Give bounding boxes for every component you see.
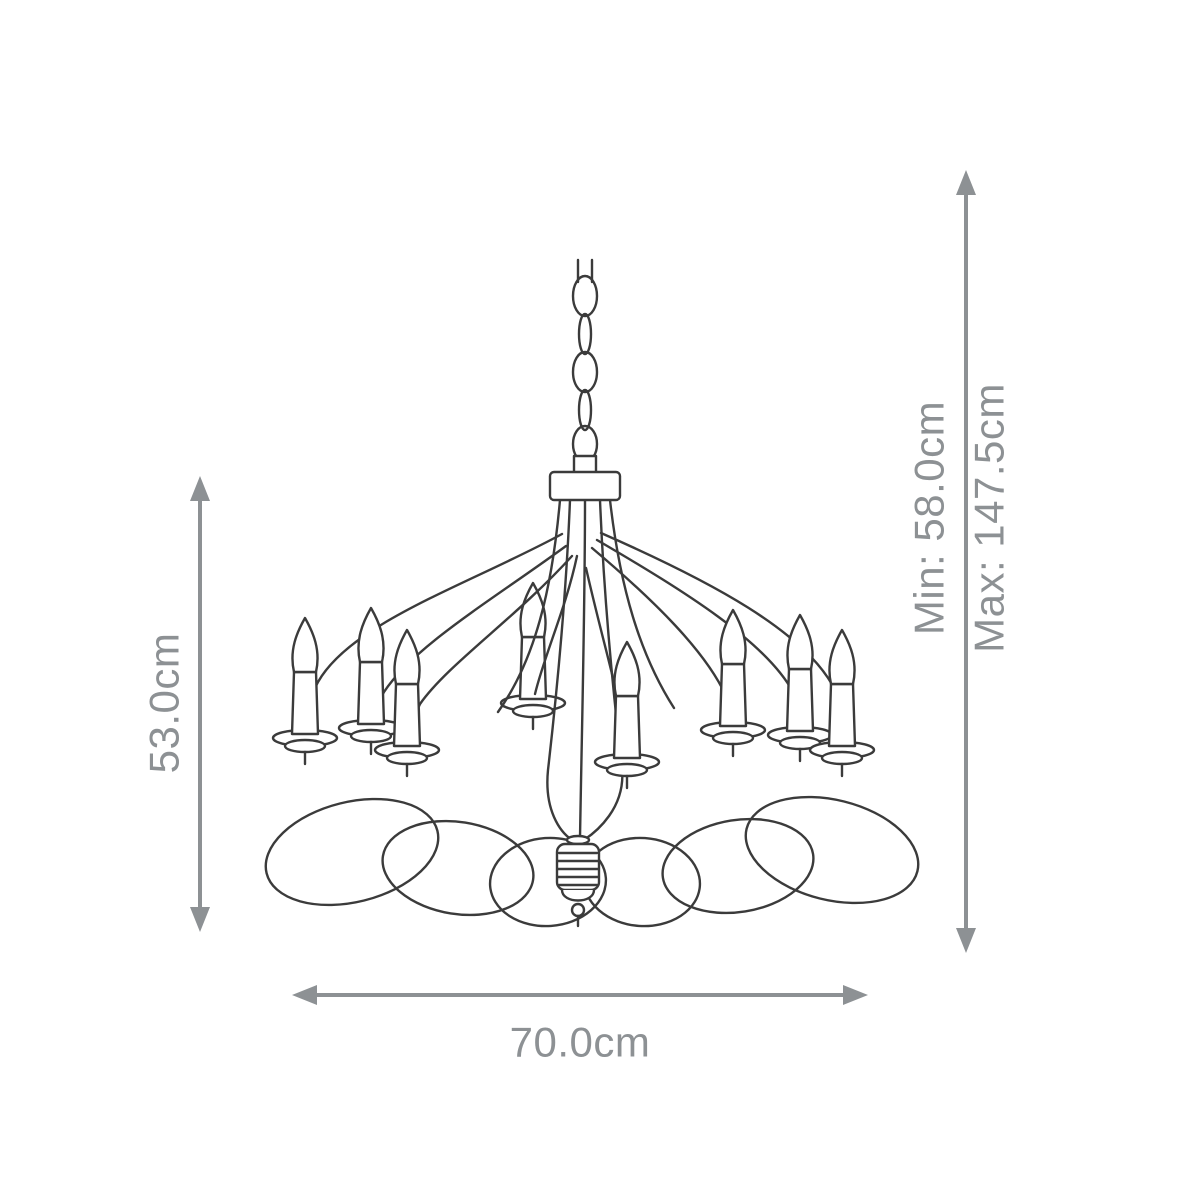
- candle-cup: [385, 750, 429, 766]
- arrow-up-icon: [956, 170, 976, 195]
- max-drop-label: Max: 147.5cm: [966, 383, 1013, 653]
- candle-body: [785, 667, 815, 733]
- candle: [766, 613, 834, 763]
- candle-bulb: [357, 606, 385, 664]
- candle-body: [612, 694, 642, 760]
- candle-body: [356, 660, 386, 726]
- candle-cup: [820, 750, 864, 766]
- candle: [808, 628, 876, 778]
- dimension-arrow-height: 53.0cm: [141, 476, 210, 932]
- candle-cup: [349, 728, 393, 744]
- arrow-up-icon: [190, 476, 210, 501]
- candle-bulb: [828, 628, 856, 686]
- candle: [373, 628, 441, 778]
- central-stem: [496, 498, 676, 842]
- candle-bulb: [613, 640, 641, 698]
- candle: [271, 616, 339, 766]
- arrow-right-icon: [843, 985, 868, 1005]
- candle-bulb: [393, 628, 421, 686]
- canopy: [548, 454, 622, 502]
- candle: [337, 606, 405, 756]
- arrow-down-icon: [190, 907, 210, 932]
- candle-bulb: [291, 616, 319, 674]
- candle: [593, 640, 661, 790]
- candle-cup: [283, 738, 327, 754]
- chain: [571, 258, 599, 464]
- width-label: 70.0cm: [510, 1019, 651, 1066]
- candle-body: [827, 682, 857, 748]
- candle-cup: [605, 762, 649, 778]
- height-label: 53.0cm: [141, 633, 188, 774]
- finial: [555, 834, 601, 928]
- arrow-down-icon: [956, 928, 976, 953]
- candle-body: [290, 670, 320, 736]
- min-drop-label: Min: 58.0cm: [906, 401, 953, 635]
- arrow-left-icon: [292, 985, 317, 1005]
- candle-bulb: [786, 613, 814, 671]
- dimension-arrow-width: 70.0cm: [292, 985, 868, 1066]
- candle-cup: [511, 703, 555, 719]
- candle-body: [718, 662, 748, 728]
- dimension-arrow-drop: Min: 58.0cm Max: 147.5cm: [906, 170, 1013, 953]
- candle: [699, 608, 767, 758]
- candle-body: [392, 682, 422, 748]
- candle-bulb: [719, 608, 747, 666]
- candle-cup: [711, 730, 755, 746]
- candles-front-layer: [271, 606, 876, 790]
